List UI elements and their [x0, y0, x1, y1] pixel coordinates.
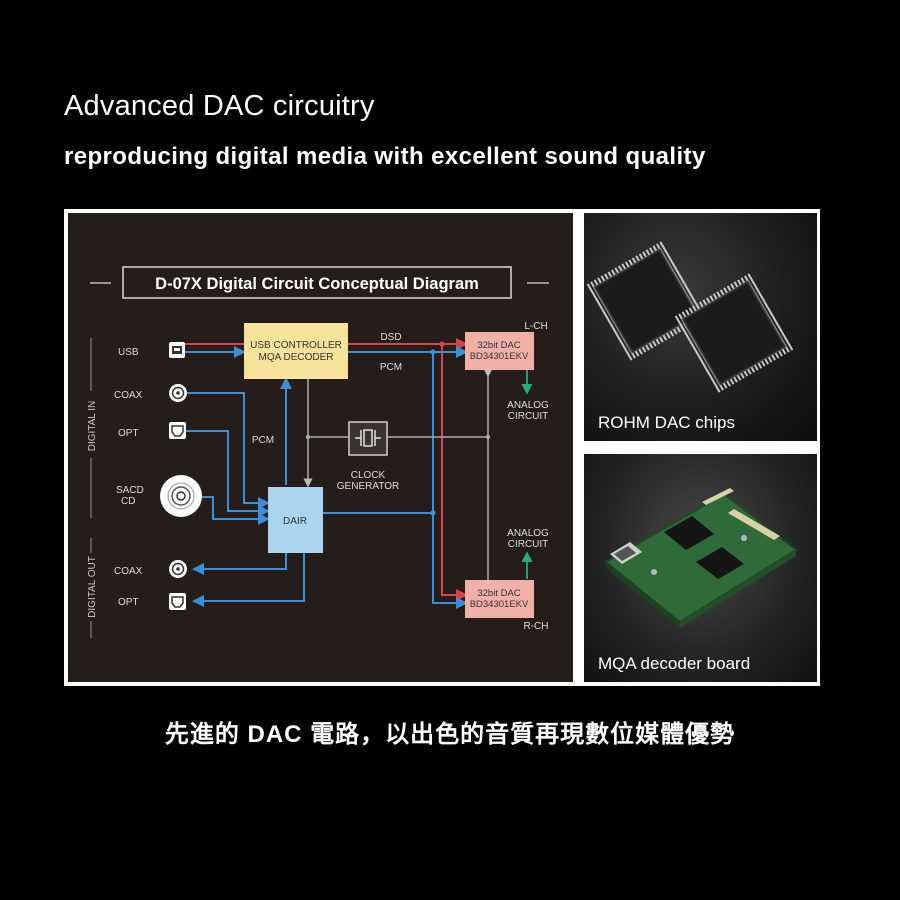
circuit-board	[604, 488, 798, 628]
digital-out-label: DIGITAL OUT	[87, 556, 98, 618]
board-caption: MQA decoder board	[598, 654, 751, 673]
dac-r-box	[465, 580, 534, 618]
analog-bottom-line1: ANALOG	[507, 528, 549, 539]
lch-label: L-CH	[524, 321, 547, 332]
digital-in-label: DIGITAL IN	[87, 401, 98, 452]
usb-controller-box	[244, 323, 348, 379]
coax-in-label: COAX	[114, 390, 143, 401]
dac-chip-2	[673, 272, 795, 394]
dac-l-line1: 32bit DAC	[477, 340, 520, 351]
clock-line1: CLOCK	[351, 470, 386, 481]
dair-box	[268, 487, 323, 553]
analog-bottom-line2: CIRCUIT	[508, 539, 549, 550]
coax-out-connector-icon	[169, 560, 187, 578]
clock-generator-box	[348, 421, 388, 456]
sacd-label-line2: CD	[121, 496, 135, 507]
sacd-in-line	[202, 496, 270, 525]
analog-top-line1: ANALOG	[507, 400, 549, 411]
coax-in-connector-icon	[169, 384, 187, 402]
title-box	[122, 266, 512, 299]
opt-out-connector-icon	[169, 593, 186, 610]
opt-in-label: OPT	[118, 428, 139, 439]
crystal-icon	[355, 429, 381, 447]
coax-out-line	[192, 553, 287, 575]
dac-l-line2: BD34301EKV	[470, 351, 529, 362]
dac-chip-1	[585, 240, 707, 362]
usb-connector-icon	[169, 342, 185, 358]
rch-label: R-CH	[524, 621, 549, 632]
dair-label: DAIR	[283, 516, 307, 527]
opt-in-line	[185, 430, 270, 517]
clock-line2: GENERATOR	[337, 481, 399, 492]
dac-r-line2: BD34301EKV	[470, 599, 529, 610]
mqa-board-illustration	[604, 488, 798, 628]
dac-chip-illustration	[585, 240, 795, 394]
usb-in-label: USB	[118, 347, 139, 358]
dsd-label: DSD	[380, 332, 401, 343]
dac-chips-photo: ROHM DAC chips	[584, 213, 817, 441]
opt-out-label: OPT	[118, 597, 139, 608]
footer-text: 先進的 DAC 電路，以出色的音質再現數位媒體優勢	[164, 721, 736, 748]
disc-icon	[160, 475, 202, 517]
dsd-line-bottom	[441, 344, 468, 601]
pcm-line-bottom	[432, 352, 468, 609]
coax-in-line	[185, 392, 270, 509]
analog-top-line2: CIRCUIT	[508, 411, 549, 422]
circuit-diagram: D-07X Digital Circuit Conceptual Diagram…	[68, 213, 573, 682]
opt-out-line	[192, 553, 305, 607]
circuit-diagram-svg: D-07X Digital Circuit Conceptual Diagram…	[87, 266, 549, 638]
diagram-title: D-07X Digital Circuit Conceptual Diagram	[155, 275, 479, 293]
sacd-label-line1: SACD	[116, 485, 144, 496]
opt-in-connector-icon	[169, 422, 186, 439]
page-subheading: reproducing digital media with excellent…	[64, 143, 706, 170]
pcm-left-label: PCM	[252, 435, 274, 446]
mqa-board-photo: MQA decoder board	[584, 454, 817, 682]
usb-controller-line1: USB CONTROLLER	[250, 340, 342, 351]
page-heading: Advanced DAC circuitry	[64, 90, 375, 122]
usb-controller-line2: MQA DECODER	[258, 352, 333, 363]
chips-caption: ROHM DAC chips	[598, 413, 735, 432]
dac-r-line1: 32bit DAC	[477, 588, 520, 599]
pcm-top-label: PCM	[380, 362, 402, 373]
coax-out-label: COAX	[114, 566, 143, 577]
dac-l-box	[465, 332, 534, 370]
